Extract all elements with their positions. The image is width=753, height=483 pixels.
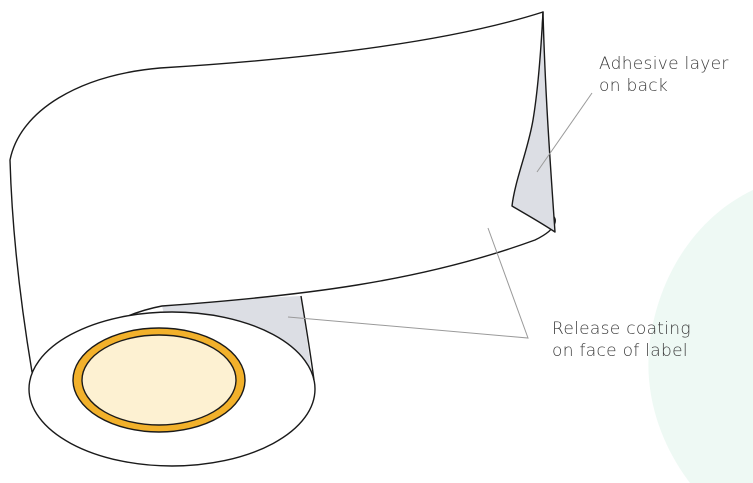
- adhesive-label-line2: on back: [599, 76, 669, 96]
- adhesive-back-fold: [511, 11, 556, 233]
- adhesive-leader-line: [536, 92, 593, 173]
- roll-side-edge: [300, 295, 315, 381]
- release-label-line1: Release coating: [552, 319, 691, 339]
- label-sheet: [9, 11, 556, 373]
- adhesive-layer-label: Adhesive layer on back: [599, 53, 729, 97]
- adhesive-label-line1: Adhesive layer: [599, 54, 729, 74]
- roll-core-inner: [81, 334, 237, 426]
- release-leader-line: [287, 227, 529, 339]
- background-blob: [648, 190, 753, 483]
- release-coating-label: Release coating on face of label: [552, 318, 691, 362]
- release-label-line2: on face of label: [552, 341, 688, 361]
